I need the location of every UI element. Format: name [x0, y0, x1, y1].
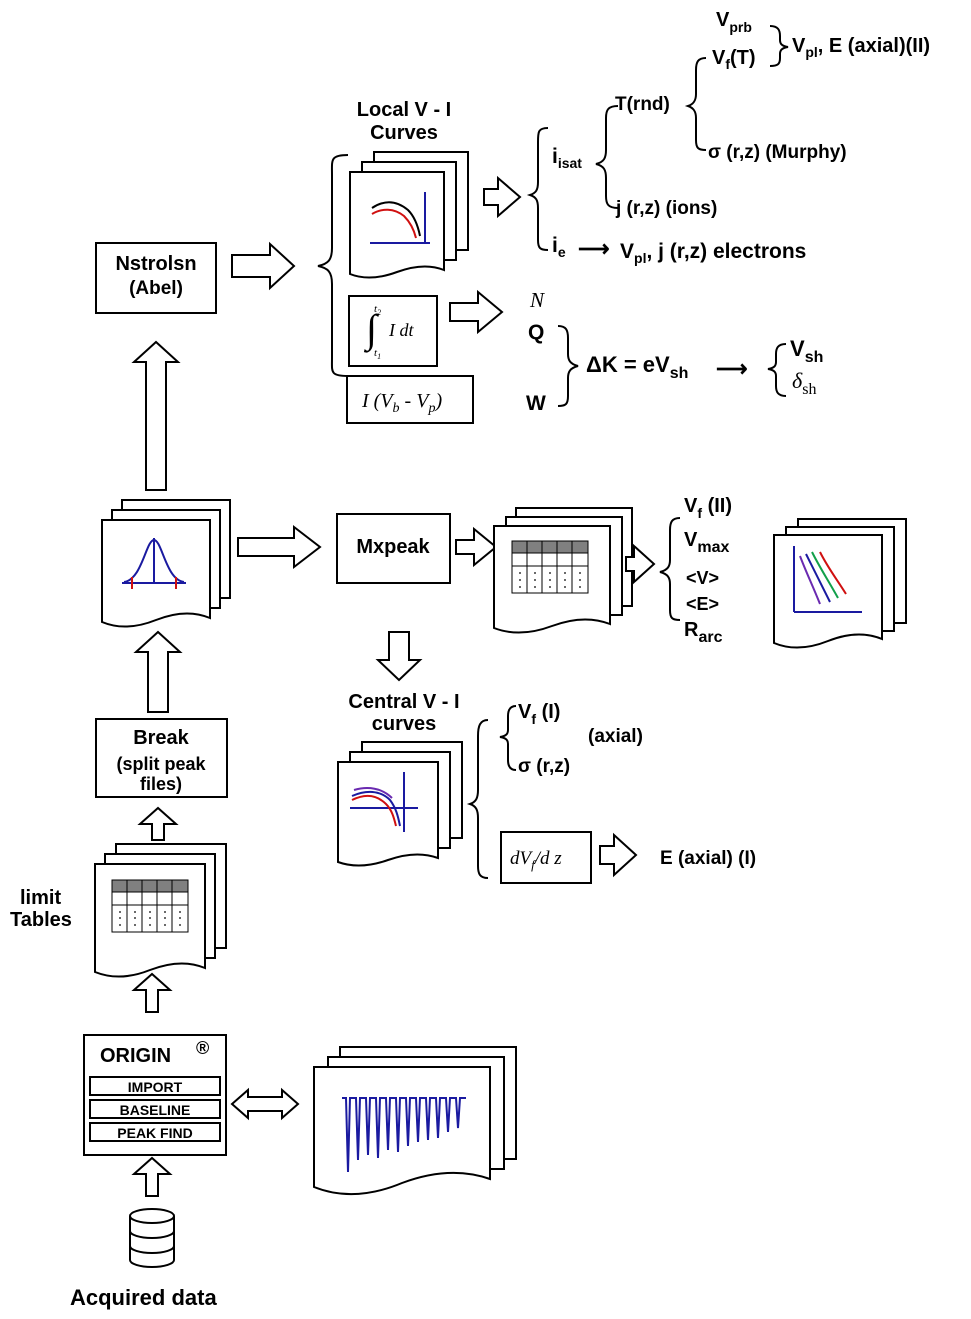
arrow-break-to-peak [136, 632, 180, 712]
nstrolsn-brace [318, 155, 348, 376]
acquired-data-label: Acquired data [70, 1285, 217, 1310]
j-ions-label: j (r,z) (ions) [615, 198, 717, 219]
break-title: Break [133, 727, 189, 749]
t-rnd-label: T(rnd) [615, 94, 670, 115]
local-vi-stack [350, 152, 468, 278]
sigma-rz-label: σ (r,z) [518, 756, 570, 777]
arrow-mxpeak-down [378, 632, 420, 680]
params-brace [660, 518, 680, 620]
central-vi-title-2: curves [372, 713, 437, 735]
vf-ii-label: Vf (II) [684, 495, 732, 521]
local-vi-title-2: Curves [370, 122, 438, 144]
mxpeak-title: Mxpeak [356, 536, 430, 558]
vf-i-label: Vf (I) [518, 701, 560, 727]
arrow-tables-to-break [140, 808, 176, 840]
vf-t-label: Vf(T) [712, 47, 756, 72]
delta-k-label: ΔK = eVsh [586, 352, 688, 382]
baseline-label: BASELINE [120, 1102, 191, 1118]
arrow-peak-to-mxpeak [238, 527, 320, 567]
delta-sh-label: δsh [792, 368, 816, 398]
vsh-brace [768, 344, 786, 396]
isat-brace [596, 106, 618, 208]
local-vi-title-1: Local V - I [357, 99, 451, 121]
central-vi-title-1: Central V - I [348, 691, 459, 713]
w-label: W [526, 392, 546, 415]
v-max-label: Vmax [684, 529, 729, 556]
q-label: Q [528, 321, 544, 344]
limit-tables-label-1: limit [20, 887, 61, 909]
vfi-brace [500, 706, 516, 770]
i-e-arrow: ⟶ [578, 236, 610, 261]
vpl-j-electrons-label: Vpl, j (r,z) electrons [620, 240, 806, 266]
r-arc-label: Rarc [684, 619, 723, 646]
nstrolsn-title: Nstrolsn [115, 253, 196, 275]
raw-data-stack [314, 1047, 516, 1194]
e-avg-label: <E> [686, 594, 719, 614]
limit-tables-label-2: Tables [10, 909, 72, 931]
n-label: N [529, 288, 545, 312]
origin-box: ORIGIN ® IMPORT BASELINE PEAK FIND [84, 1035, 226, 1155]
mxpeak-table-grid [512, 541, 588, 593]
ii-brace [530, 128, 548, 250]
vprb-brace [770, 26, 788, 66]
arrow-localvi-right [484, 178, 520, 216]
v-sh-label: Vsh [790, 336, 823, 366]
dvf-dz-expression: dVf/d z [510, 848, 562, 872]
delta-k-arrow: ⟶ [716, 356, 748, 381]
arrow-integral-right [450, 292, 502, 332]
nstrolsn-subtitle: (Abel) [129, 278, 183, 299]
limit-table-grid [112, 880, 188, 932]
trnd-brace [688, 58, 706, 150]
arrow-dvfdz-right [600, 835, 636, 875]
arrow-peak-to-nstrolsn [134, 342, 178, 490]
i-e-label: ie [552, 234, 566, 260]
arrow-origin-rawdata [232, 1090, 298, 1118]
arrow-nstrolsn-right [232, 244, 294, 288]
database-icon [130, 1209, 174, 1267]
arrow-db-to-origin [134, 1158, 170, 1196]
break-subtitle-2: files) [140, 774, 182, 794]
i-isat-label: iisat [552, 145, 582, 171]
import-label: IMPORT [128, 1079, 183, 1095]
axial-label: (axial) [588, 726, 643, 747]
origin-registered-mark: ® [196, 1038, 209, 1058]
e-axial-i-label: E (axial) (I) [660, 848, 756, 869]
v-prb-label: Vprb [716, 9, 752, 35]
vpl-e-axial-ii-label: Vpl, E (axial)(II) [792, 35, 930, 60]
arrow-origin-to-tables [134, 974, 170, 1012]
arrow-mxpeak-right [456, 529, 496, 565]
nqw-brace [558, 326, 578, 406]
break-subtitle-1: (split peak [116, 754, 206, 774]
integral-expression: I dt [388, 320, 414, 340]
central-brace [470, 720, 488, 878]
peak-find-label: PEAK FIND [117, 1125, 192, 1141]
sigma-murphy-label: σ (r,z) (Murphy) [708, 142, 847, 163]
origin-title: ORIGIN [100, 1045, 171, 1067]
v-avg-label: <V> [686, 568, 719, 588]
central-vi-stack [338, 742, 462, 866]
